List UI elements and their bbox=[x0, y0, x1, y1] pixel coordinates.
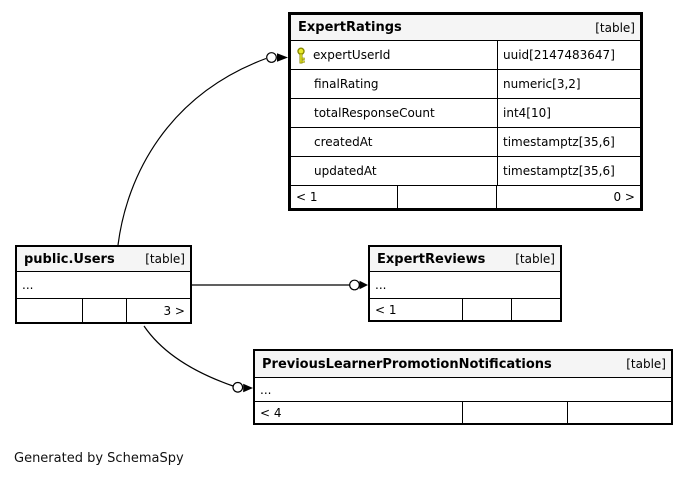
table-previouslearnerpromotionnotifications[interactable]: PreviousLearnerPromotionNotifications [t… bbox=[253, 349, 673, 425]
table-expertreviews-header[interactable]: ExpertReviews [table] bbox=[370, 247, 560, 272]
footer-cell-middle bbox=[83, 299, 127, 322]
column-name-cell: expertUserId bbox=[291, 46, 497, 64]
edge-users-expertreviews bbox=[192, 279, 368, 291]
table-footer: < 1 0 > bbox=[291, 186, 640, 208]
table-footer: 3 > bbox=[17, 299, 190, 322]
table-public-users[interactable]: public.Users [table] ... 3 > bbox=[15, 245, 192, 324]
table-type-tag: [table] bbox=[515, 252, 555, 266]
table-name: PreviousLearnerPromotionNotifications bbox=[262, 356, 552, 372]
column-type: int4[10] bbox=[497, 99, 640, 127]
footer-cell-children: 0 > bbox=[613, 190, 635, 204]
column-type: uuid[2147483647] bbox=[497, 41, 640, 69]
column-name: totalResponseCount bbox=[314, 106, 435, 120]
column-row-finalrating: finalRating numeric[3,2] bbox=[291, 70, 640, 99]
column-type: timestamptz[35,6] bbox=[497, 157, 640, 185]
column-name: createdAt bbox=[314, 135, 373, 149]
table-footer: < 4 bbox=[255, 402, 671, 423]
footer-cell-children bbox=[568, 402, 671, 423]
column-row-expertuserid: expertUserId uuid[2147483647] bbox=[291, 41, 640, 70]
table-type-tag: [table] bbox=[595, 20, 635, 35]
column-name: finalRating bbox=[314, 77, 379, 91]
table-public-users-header[interactable]: public.Users [table] bbox=[17, 247, 190, 272]
table-type-tag: [table] bbox=[145, 252, 185, 266]
column-row-totalresponsecount: totalResponseCount int4[10] bbox=[291, 99, 640, 128]
footer-cell-parents: < 1 bbox=[370, 299, 463, 320]
edge-users-expertratings bbox=[117, 52, 288, 246]
table-type-tag: [table] bbox=[626, 357, 666, 371]
table-footer: < 1 bbox=[370, 299, 560, 320]
table-previouslearnerpromotionnotifications-header[interactable]: PreviousLearnerPromotionNotifications [t… bbox=[255, 351, 671, 378]
column-name: expertUserId bbox=[313, 48, 391, 62]
column-type: timestamptz[35,6] bbox=[497, 128, 640, 156]
table-expertratings[interactable]: ExpertRatings [table] expertUserId uuid[… bbox=[288, 12, 643, 211]
collapsed-columns-row: ... bbox=[255, 378, 671, 402]
table-expertreviews[interactable]: ExpertReviews [table] ... < 1 bbox=[368, 245, 562, 322]
column-row-updatedat: updatedAt timestamptz[35,6] bbox=[291, 157, 640, 186]
primary-key-icon bbox=[296, 46, 306, 64]
footer-cell-parents: < 1 bbox=[291, 186, 398, 208]
footer-cell-parents bbox=[17, 299, 83, 322]
table-name: public.Users bbox=[24, 251, 115, 267]
table-name: ExpertReviews bbox=[377, 251, 486, 267]
column-name: updatedAt bbox=[314, 164, 377, 178]
footer-cell-parents: < 4 bbox=[255, 402, 463, 423]
collapsed-columns-row: ... bbox=[17, 272, 190, 299]
column-type: numeric[3,2] bbox=[497, 70, 640, 98]
footer-cell-children: 3 > bbox=[163, 303, 185, 318]
edge-users-promonotifications bbox=[143, 325, 253, 393]
column-row-createdat: createdAt timestamptz[35,6] bbox=[291, 128, 640, 157]
footer-cell-middle bbox=[398, 186, 497, 208]
footer-cell-children bbox=[512, 299, 560, 320]
table-expertratings-header[interactable]: ExpertRatings [table] bbox=[291, 15, 640, 41]
generated-by-note: Generated by SchemaSpy bbox=[14, 451, 184, 466]
footer-cell-middle bbox=[463, 299, 512, 320]
collapsed-columns-row: ... bbox=[370, 272, 560, 299]
table-name: ExpertRatings bbox=[298, 20, 402, 35]
footer-cell-middle bbox=[463, 402, 568, 423]
